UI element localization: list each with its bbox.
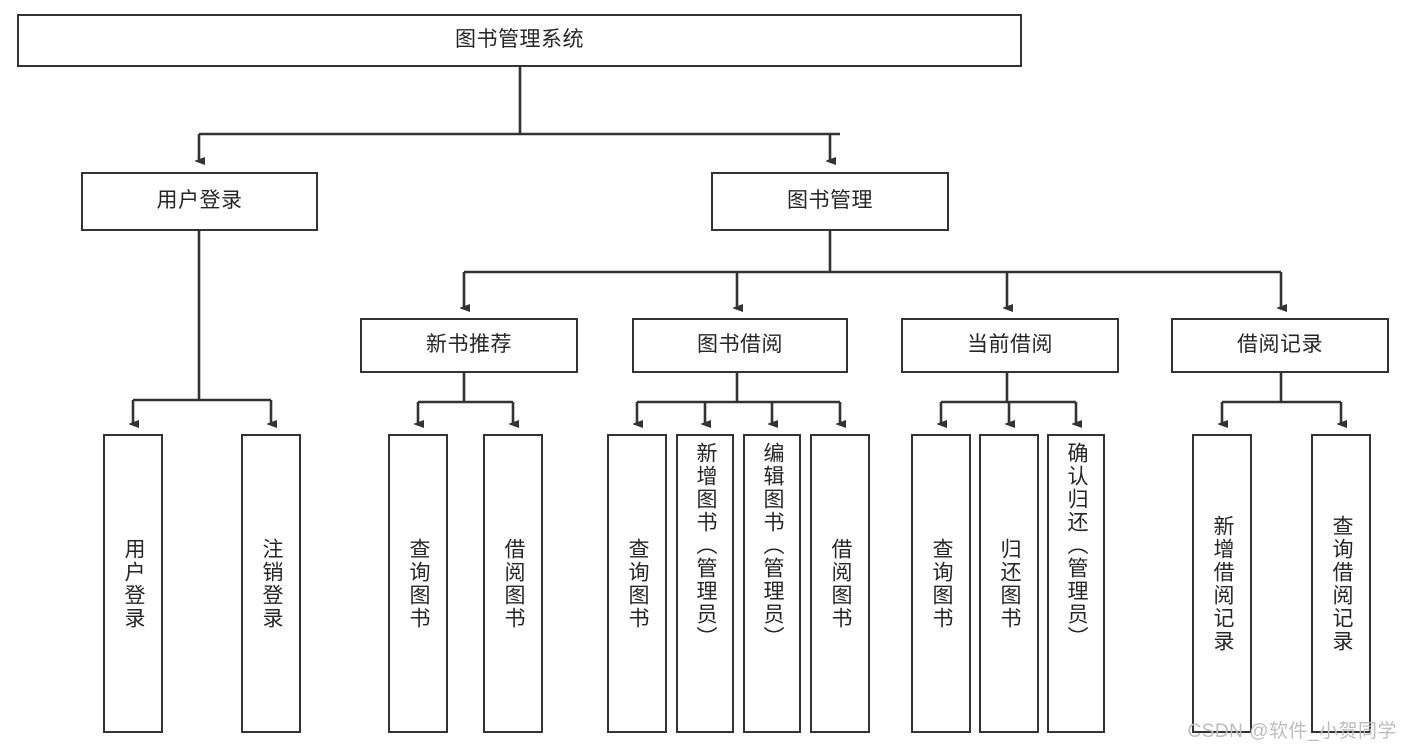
- node-leaf-query-book-3[interactable]: 查询图书: [911, 434, 971, 733]
- node-leaf-add-record[interactable]: 新增借阅记录: [1192, 434, 1252, 733]
- node-leaf-add-record-label: 新增借阅记录: [1211, 514, 1235, 653]
- node-leaf-return-book[interactable]: 归还图书: [979, 434, 1039, 733]
- node-leaf-query-book-1-label: 查询图书: [407, 537, 431, 630]
- node-leaf-borrow-book-2[interactable]: 借阅图书: [810, 434, 870, 733]
- node-current-borrow[interactable]: 当前借阅: [901, 318, 1119, 373]
- node-leaf-return-book-label: 归还图书: [998, 537, 1022, 630]
- node-leaf-borrow-book-2-label: 借阅图书: [829, 537, 853, 630]
- node-leaf-query-book-3-label: 查询图书: [930, 537, 954, 630]
- node-book-manage-label: 图书管理: [787, 189, 873, 213]
- node-book-borrow[interactable]: 图书借阅: [632, 318, 848, 373]
- node-leaf-add-book-label: 新增图书（管理员）: [694, 442, 718, 649]
- node-leaf-user-login[interactable]: 用户登录: [103, 434, 163, 733]
- node-leaf-query-book-1[interactable]: 查询图书: [388, 434, 448, 733]
- node-user-login[interactable]: 用户登录: [81, 172, 318, 231]
- node-leaf-user-login-label: 用户登录: [122, 537, 146, 630]
- node-leaf-edit-book[interactable]: 编辑图书（管理员）: [743, 434, 801, 733]
- node-new-book-recommend[interactable]: 新书推荐: [360, 318, 578, 373]
- node-book-borrow-label: 图书借阅: [697, 333, 783, 357]
- node-borrow-record[interactable]: 借阅记录: [1171, 318, 1389, 373]
- node-leaf-query-book-2-label: 查询图书: [626, 537, 650, 630]
- node-leaf-edit-book-label: 编辑图书（管理员）: [761, 442, 785, 649]
- node-new-book-recommend-label: 新书推荐: [426, 333, 512, 357]
- node-leaf-logout-label: 注销登录: [260, 537, 284, 630]
- node-leaf-add-book[interactable]: 新增图书（管理员）: [676, 434, 734, 733]
- watermark: CSDN @软件_小贺同学: [1187, 721, 1397, 742]
- node-leaf-borrow-book-1[interactable]: 借阅图书: [483, 434, 543, 733]
- node-leaf-query-book-2[interactable]: 查询图书: [607, 434, 667, 733]
- node-borrow-record-label: 借阅记录: [1237, 333, 1323, 357]
- node-leaf-confirm-return[interactable]: 确认归还（管理员）: [1047, 434, 1105, 733]
- node-root-label: 图书管理系统: [455, 28, 584, 52]
- node-leaf-logout[interactable]: 注销登录: [241, 434, 301, 733]
- node-leaf-borrow-book-1-label: 借阅图书: [502, 537, 526, 630]
- node-leaf-query-record[interactable]: 查询借阅记录: [1311, 434, 1371, 733]
- node-leaf-query-record-label: 查询借阅记录: [1330, 514, 1354, 653]
- node-current-borrow-label: 当前借阅: [967, 333, 1053, 357]
- node-leaf-confirm-return-label: 确认归还（管理员）: [1065, 442, 1089, 649]
- node-root[interactable]: 图书管理系统: [17, 14, 1022, 67]
- node-user-login-label: 用户登录: [156, 189, 243, 213]
- node-book-manage[interactable]: 图书管理: [711, 172, 949, 231]
